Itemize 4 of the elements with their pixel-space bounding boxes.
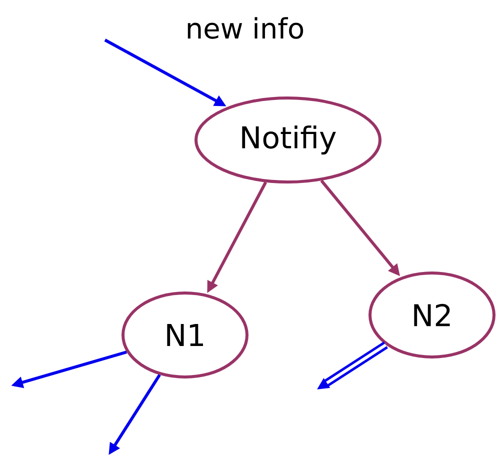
ellipse-node: Notifiy xyxy=(194,96,382,184)
caption-text: new info xyxy=(188,17,304,39)
ellipse-node: N1 xyxy=(122,292,248,378)
ellipse-node: N2 xyxy=(368,272,496,358)
